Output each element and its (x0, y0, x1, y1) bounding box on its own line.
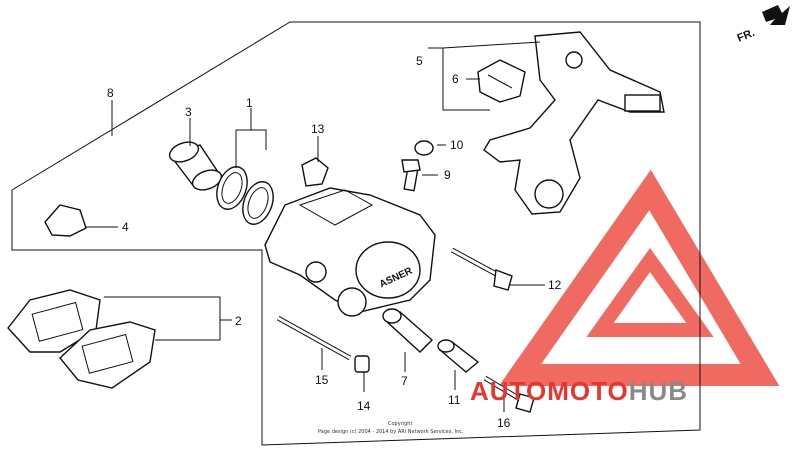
callout-9[interactable]: 9 (444, 168, 451, 182)
brake-pad-rear (59, 321, 156, 389)
caliper-bracket (483, 31, 665, 215)
callout-7[interactable]: 7 (401, 374, 408, 388)
callout-1[interactable]: 1 (246, 96, 253, 110)
callout-3[interactable]: 3 (185, 105, 192, 119)
callout-16[interactable]: 16 (497, 416, 511, 430)
assembly-outline (11, 21, 701, 446)
watermark-text: AUTOMOTOHUB (470, 376, 688, 406)
callout-11[interactable]: 11 (448, 393, 461, 407)
bleeder-cap-top (301, 157, 329, 187)
pin-sleeve (437, 339, 480, 373)
bleeder-cap (414, 140, 434, 156)
callout-13[interactable]: 13 (311, 122, 325, 136)
callout-10[interactable]: 10 (450, 138, 464, 152)
callout-labels: 1 2 3 4 5 6 7 8 9 10 11 12 13 14 15 16 (107, 54, 562, 430)
bleeder-screw (401, 159, 421, 192)
svg-text:AUTOMOTOHUB: AUTOMOTOHUB (470, 376, 688, 406)
pin-bolt (483, 375, 535, 413)
copyright-notice: Copyright Page design (c) 2004 - 2014 by… (318, 421, 464, 435)
watermark-logo (498, 169, 780, 386)
leader-lines (86, 41, 545, 412)
brake-pad-front (7, 289, 101, 353)
pad-pin (276, 315, 352, 361)
direction-label: FR. (736, 27, 757, 45)
callout-4[interactable]: 4 (122, 220, 129, 234)
watermark-text-red: AUTOMOTO (470, 376, 629, 406)
slide-pin (450, 247, 513, 291)
callout-8[interactable]: 8 (107, 86, 114, 100)
piston-seal-set (216, 166, 274, 225)
copyright-line-1: Copyright (388, 421, 412, 427)
caliper-body: ASNER (264, 187, 436, 317)
pad-retainer (44, 204, 87, 237)
callout-6[interactable]: 6 (452, 72, 459, 86)
pin-boot (382, 308, 434, 353)
pad-spring (477, 59, 526, 103)
callout-12[interactable]: 12 (548, 278, 562, 292)
watermark-text-gray: HUB (629, 376, 688, 406)
copyright-line-2: Page design (c) 2004 - 2014 by ARI Netwo… (318, 429, 464, 435)
callout-5[interactable]: 5 (416, 54, 423, 68)
callout-14[interactable]: 14 (357, 399, 371, 413)
callout-2[interactable]: 2 (235, 314, 242, 328)
pin-plug (354, 355, 370, 373)
callout-15[interactable]: 15 (315, 373, 329, 387)
piston (168, 141, 223, 191)
front-direction-indicator: FR. (736, 5, 790, 45)
